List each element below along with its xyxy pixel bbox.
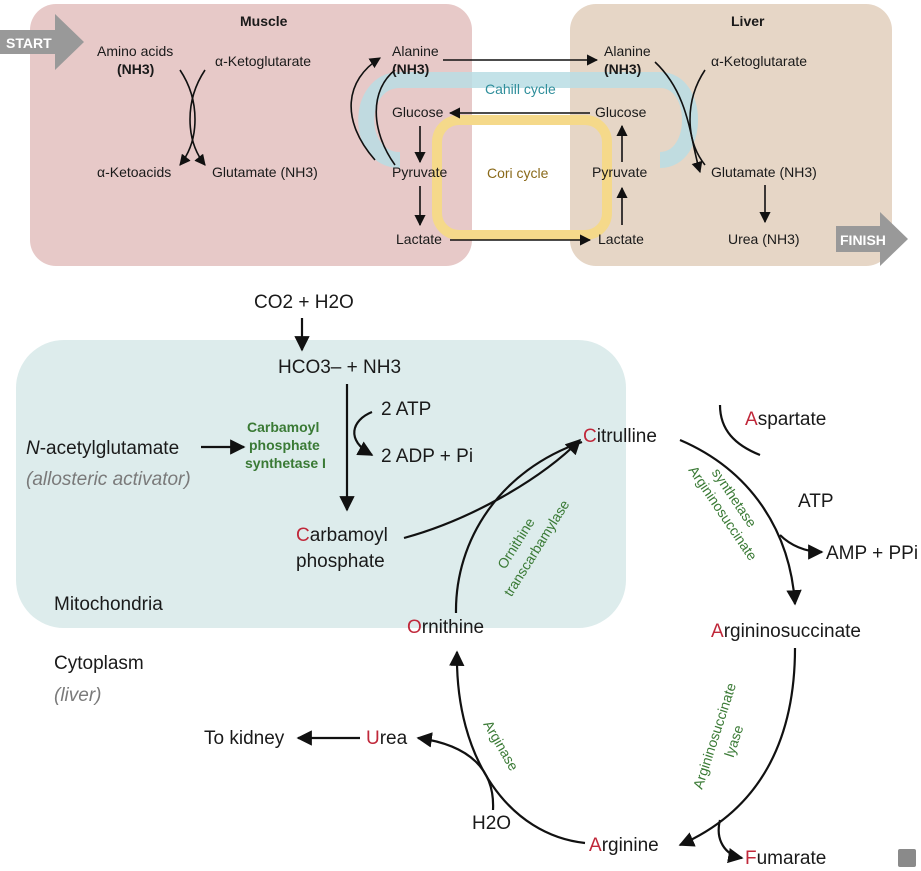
urea-label: Urea [366, 728, 408, 749]
liver-urea: Urea (NH3) [728, 231, 800, 247]
amp-ppi-label: AMP + PPi [826, 543, 918, 564]
cps-enzyme-line2: phosphate [249, 437, 320, 453]
top-arrows [179, 54, 771, 246]
liver-alanine-nh3: (NH3) [604, 61, 641, 77]
liver-label: Liver [731, 13, 765, 29]
asl-enzyme: Argininosuccinate lyase [690, 681, 747, 791]
h2o-label: H2O [472, 813, 511, 834]
two-atp-label: 2 ATP [381, 399, 431, 420]
liver-a-ketoglutarate: α-Ketoglutarate [711, 53, 807, 69]
start-label: START [6, 35, 52, 51]
start-arrow [0, 14, 84, 70]
cahill-cycle-band [358, 72, 698, 168]
carbamoyl-phosphate-label: Carbamoyl [296, 525, 388, 546]
muscle-lactate: Lactate [396, 231, 442, 247]
citrulline-label: Citrulline [583, 426, 657, 447]
finish-label: FINISH [840, 232, 886, 248]
muscle-region [30, 4, 472, 266]
muscle-a-ketoglutarate: α-Ketoglutarate [215, 53, 311, 69]
liver-note-label: (liver) [54, 685, 102, 706]
co2-h2o-label: CO2 + H2O [254, 292, 354, 313]
ass-enzyme: Argininosuccinate synthetase [686, 463, 761, 564]
liver-alanine: Alanine [604, 43, 651, 59]
finish-arrow [836, 212, 908, 266]
bottom-arrows [201, 318, 824, 864]
cytoplasm-label: Cytoplasm [54, 653, 144, 674]
muscle-alanine-nh3: (NH3) [392, 61, 429, 77]
muscle-alanine: Alanine [392, 43, 439, 59]
phosphate-label: phosphate [296, 551, 385, 572]
hco3-nh3-label: HCO3– + NH3 [278, 357, 401, 378]
argininosuccinate-label: Argininosuccinate [711, 621, 861, 642]
liver-lactate: Lactate [598, 231, 644, 247]
top-panel: START FINISH Muscle Liver Amino acids (N… [0, 4, 908, 266]
muscle-pyruvate: Pyruvate [392, 164, 447, 180]
n-acetylglutamate-label: N-acetylglutamate [26, 438, 179, 459]
arginase-label: Arginase [480, 718, 522, 774]
liver-glutamate: Glutamate (NH3) [711, 164, 817, 180]
muscle-amino-acids: Amino acids [97, 43, 173, 59]
muscle-glucose: Glucose [392, 104, 444, 120]
mitochondria-region [16, 340, 626, 628]
arginine-label: Arginine [589, 835, 659, 856]
cori-cycle-label: Cori cycle [487, 165, 549, 181]
cps-enzyme-line3: synthetase I [245, 455, 326, 471]
mitochondria-label: Mitochondria [54, 594, 163, 615]
ornithine-label: Ornithine [407, 617, 484, 638]
fumarate-label: Fumarate [745, 848, 826, 869]
cori-cycle-band [432, 115, 612, 240]
muscle-label: Muscle [240, 13, 288, 29]
arginase-enzyme: Arginase [480, 718, 522, 774]
allosteric-activator-label: (allosteric activator) [26, 469, 191, 490]
cahill-cycle-label: Cahill cycle [485, 81, 556, 97]
rx-logo [898, 849, 916, 867]
cps-enzyme-line1: Carbamoyl [247, 419, 319, 435]
muscle-glutamate: Glutamate (NH3) [212, 164, 318, 180]
two-adp-pi-label: 2 ADP + Pi [381, 446, 473, 467]
liver-pyruvate: Pyruvate [592, 164, 647, 180]
aspartate-label: Aspartate [745, 409, 826, 430]
muscle-a-ketoacids: α-Ketoacids [97, 164, 171, 180]
liver-region [570, 4, 892, 266]
atp-label: ATP [798, 491, 834, 512]
to-kidney-label: To kidney [204, 728, 285, 749]
liver-glucose: Glucose [595, 104, 647, 120]
muscle-amino-nh3: (NH3) [117, 61, 154, 77]
